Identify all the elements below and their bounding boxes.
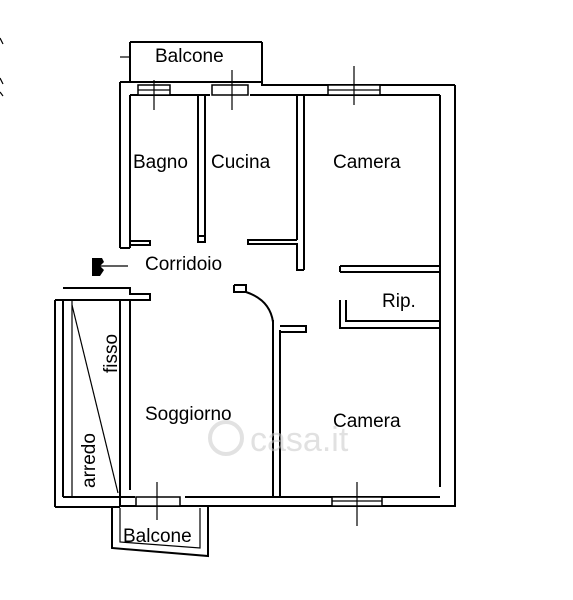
balcony-bottom: [111, 506, 209, 558]
edge-ticks: [0, 37, 4, 97]
interior-walls: [120, 95, 440, 497]
room-label-cucina: Cucina: [211, 152, 271, 173]
entrance-arrow-icon: [92, 258, 128, 276]
furniture-label-fisso: fisso: [101, 334, 122, 373]
room-label-bagno: Bagno: [133, 152, 188, 173]
windows: [135, 66, 383, 526]
watermark: casa.it: [208, 420, 349, 459]
room-label-balcone-top: Balcone: [155, 46, 224, 67]
room-label-camera-top: Camera: [333, 152, 401, 173]
built-in-furniture: [54, 287, 120, 508]
balcony-top: [120, 41, 263, 82]
room-label-soggiorno: Soggiorno: [145, 404, 232, 425]
room-label-camera-bottom: Camera: [333, 411, 401, 432]
room-label-rip: Rip.: [382, 291, 416, 312]
room-label-corridoio: Corridoio: [145, 254, 222, 275]
watermark-text: casa.it: [250, 421, 349, 459]
room-label-balcone-bottom: Balcone: [123, 526, 192, 547]
furniture-label-arredo: arredo: [79, 433, 100, 488]
